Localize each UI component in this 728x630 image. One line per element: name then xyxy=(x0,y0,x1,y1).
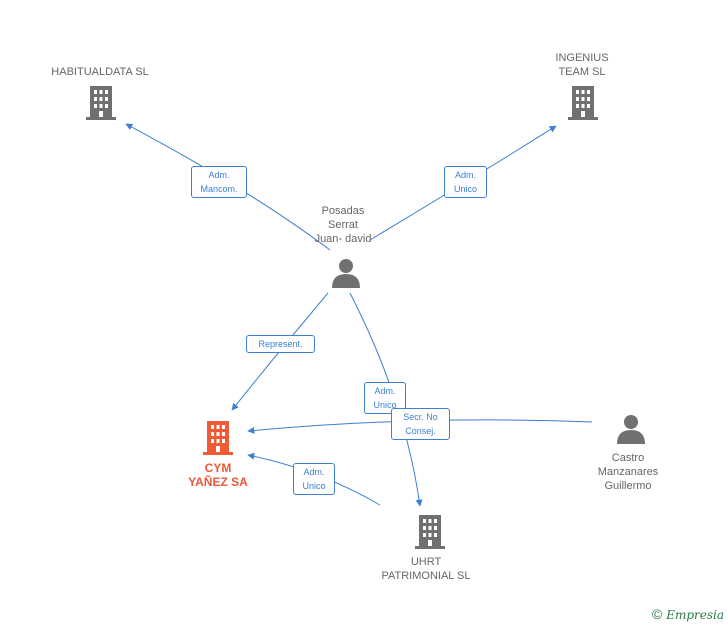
building-icon[interactable] xyxy=(568,86,598,125)
building-icon[interactable] xyxy=(203,421,233,460)
node-label-uhrt[interactable]: UHRT PATRIMONIAL SL xyxy=(381,556,471,582)
edge-label-posadas-habitualdata: Adm. Mancom. xyxy=(191,166,247,198)
copyright-symbol: © xyxy=(651,606,663,622)
edge-label-posadas-ingenius: Adm. Unico xyxy=(444,166,487,198)
node-label-habitualdata[interactable]: HABITUALDATA SL xyxy=(51,66,149,78)
edge-label-uhrt-cym: Adm. Unico xyxy=(293,463,335,495)
node-label-posadas[interactable]: Posadas Serrat Juan- david xyxy=(314,205,372,245)
brand-logo: Empresia xyxy=(666,608,724,622)
node-label-cym[interactable]: CYM YAÑEZ SA xyxy=(188,461,248,489)
edge-label-posadas-cym: Represent. xyxy=(246,335,315,353)
building-icon[interactable] xyxy=(415,515,445,554)
person-icon[interactable] xyxy=(331,258,361,293)
footer-brand: ©Empresia xyxy=(652,606,724,622)
building-icon[interactable] xyxy=(86,86,116,125)
node-label-ingenius[interactable]: INGENIUS TEAM SL xyxy=(555,52,609,78)
person-icon[interactable] xyxy=(616,414,646,449)
node-label-castro[interactable]: Castro Manzanares Guillermo xyxy=(597,452,659,492)
edge-label-castro-cym: Secr. No Consej. xyxy=(391,408,450,440)
